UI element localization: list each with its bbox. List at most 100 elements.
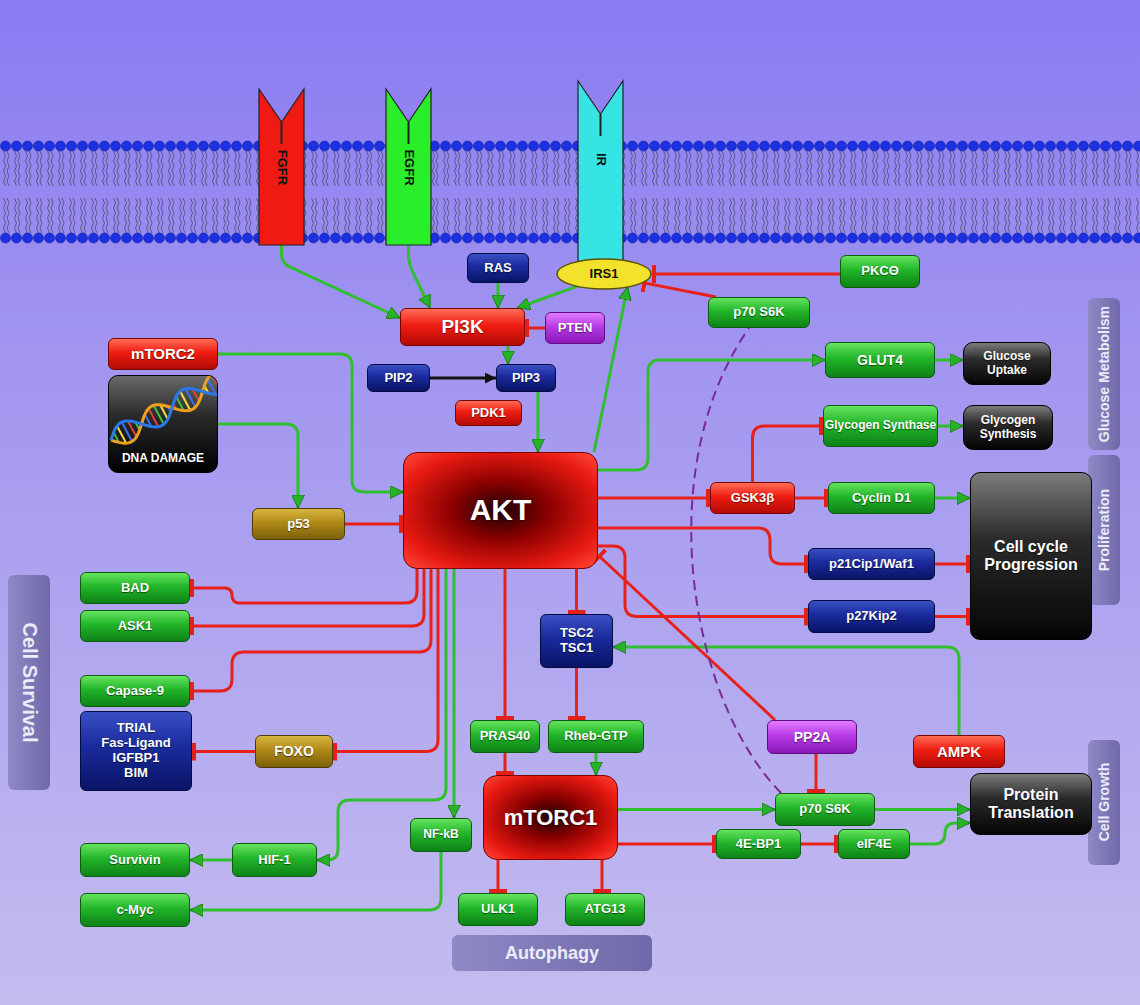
activation-arrow [875,808,970,811]
node-label: p21Cip1/Waf1 [829,557,914,572]
node-label: c-Myc [117,903,154,918]
receptor-shape: IR [577,80,624,262]
node-label: Cyclin D1 [852,491,911,506]
protein-box: Cyclin D1 [828,482,935,514]
node-label: NF-kB [423,828,458,842]
node-label: PIP3 [512,371,540,386]
node-label: Fas-Ligand [101,736,170,751]
molecule-box: RAS [467,253,529,283]
activation-arrow [282,245,401,318]
hub-box: AKT [403,452,598,569]
node-label: Glucose Uptake [964,350,1050,378]
protein-box: GLUT4 [825,342,935,378]
factor-box: p53 [252,508,345,540]
protein-box: c-Myc [80,893,190,927]
kinase-box: AMPK [913,735,1005,768]
node-label: DNA DAMAGE [122,452,204,466]
inhibition-line [935,563,970,566]
dna-illustration [109,376,218,448]
activation-arrow [497,283,500,308]
inhibition-line [598,555,775,720]
node-label: PDK1 [471,406,506,421]
molecule-box: PIP3 [496,364,556,392]
kinase-box: mTORC2 [108,338,218,370]
molecule-box: TRIALFas-LigandIGFBP1BIM [80,711,192,791]
node-label: RAS [484,261,511,276]
node-label: eIF4E [857,837,892,852]
node-label: Protein Translation [971,786,1091,823]
inhibition-line [192,750,255,753]
activation-arrow [537,392,540,452]
molecule-box: PIP2 [367,364,430,392]
factor-box: FOXO [255,735,333,768]
node-label: Cell cycle Progression [971,538,1091,575]
inhibition-line [190,569,417,603]
activation-arrow [598,360,825,470]
node-label: PRAS40 [480,729,531,744]
category-band: Autophagy [452,935,652,971]
protein-box: ULK1 [458,893,538,926]
outcome-box: Cell cycle Progression [970,472,1092,640]
category-band: Glucose Metabolism [1088,298,1120,450]
inhibition-line [504,753,507,775]
kinase-box: PDK1 [455,400,522,426]
inhibition-line [575,668,578,720]
protein-box: Capase-9 [80,675,190,707]
node-label: ATG13 [585,902,626,917]
receptor-body [578,81,623,262]
protein-box: NF-kB [410,818,472,852]
node-label: PI3K [441,316,483,338]
molecule-box: p27Kip2 [808,600,935,633]
receptor-shape: EGFR [385,88,432,245]
activation-arrow [935,497,970,500]
adaptor-ellipse: IRS1 [556,258,652,290]
outcome-box: Protein Translation [970,773,1092,835]
node-label: FOXO [274,743,314,759]
receptor-cleft [408,122,410,144]
node-label: FGFR [274,150,289,185]
node-label: IR [593,153,608,166]
protein-box: Glycogen Synthase [823,405,938,447]
dna-strand [109,376,218,448]
activation-arrow [317,569,446,860]
outcome-box: Glucose Uptake [963,342,1051,385]
node-label: mTORC2 [131,345,195,362]
receptor-shape: FGFR [258,88,305,245]
protein-box: Survivin [80,843,190,877]
node-label: 4E-BP1 [736,837,782,852]
node-label: mTORC1 [504,805,598,830]
node-label: p70 S6K [799,802,850,817]
activation-arrow [517,286,577,308]
inhibition-line [190,569,424,626]
node-label: PKCΘ [861,264,899,279]
inhibition-line [598,528,808,564]
inhibition-line [935,615,970,618]
receptor-cleft [281,122,283,144]
node-label: Proliferation [1096,489,1112,571]
protein-box: HIF-1 [232,843,317,877]
protein-box: eIF4E [838,829,910,859]
node-label: EGFR [401,149,416,185]
molecule-box: TSC2TSC1 [540,614,613,668]
inhibition-line [525,327,545,330]
activation-arrow [938,425,963,428]
activation-arrow [935,359,963,362]
phosphatase-box: PTEN [545,312,605,344]
node-label: PTEN [558,321,593,336]
activation-arrow [507,346,510,364]
node-label: TRIAL [117,721,155,736]
conversion-arrow [430,377,496,380]
protein-box: PKCΘ [840,255,920,288]
receptor-body [259,89,304,245]
inhibition-line [345,523,403,526]
category-band: Cell Growth [1088,740,1120,865]
dna-helix [109,376,218,448]
node-label: Autophagy [505,943,599,964]
hub-box: mTORC1 [483,775,618,860]
node-label: HIF-1 [258,853,291,868]
activation-arrow [453,569,456,818]
cell-membrane [0,140,1140,244]
inhibition-line [643,283,717,297]
